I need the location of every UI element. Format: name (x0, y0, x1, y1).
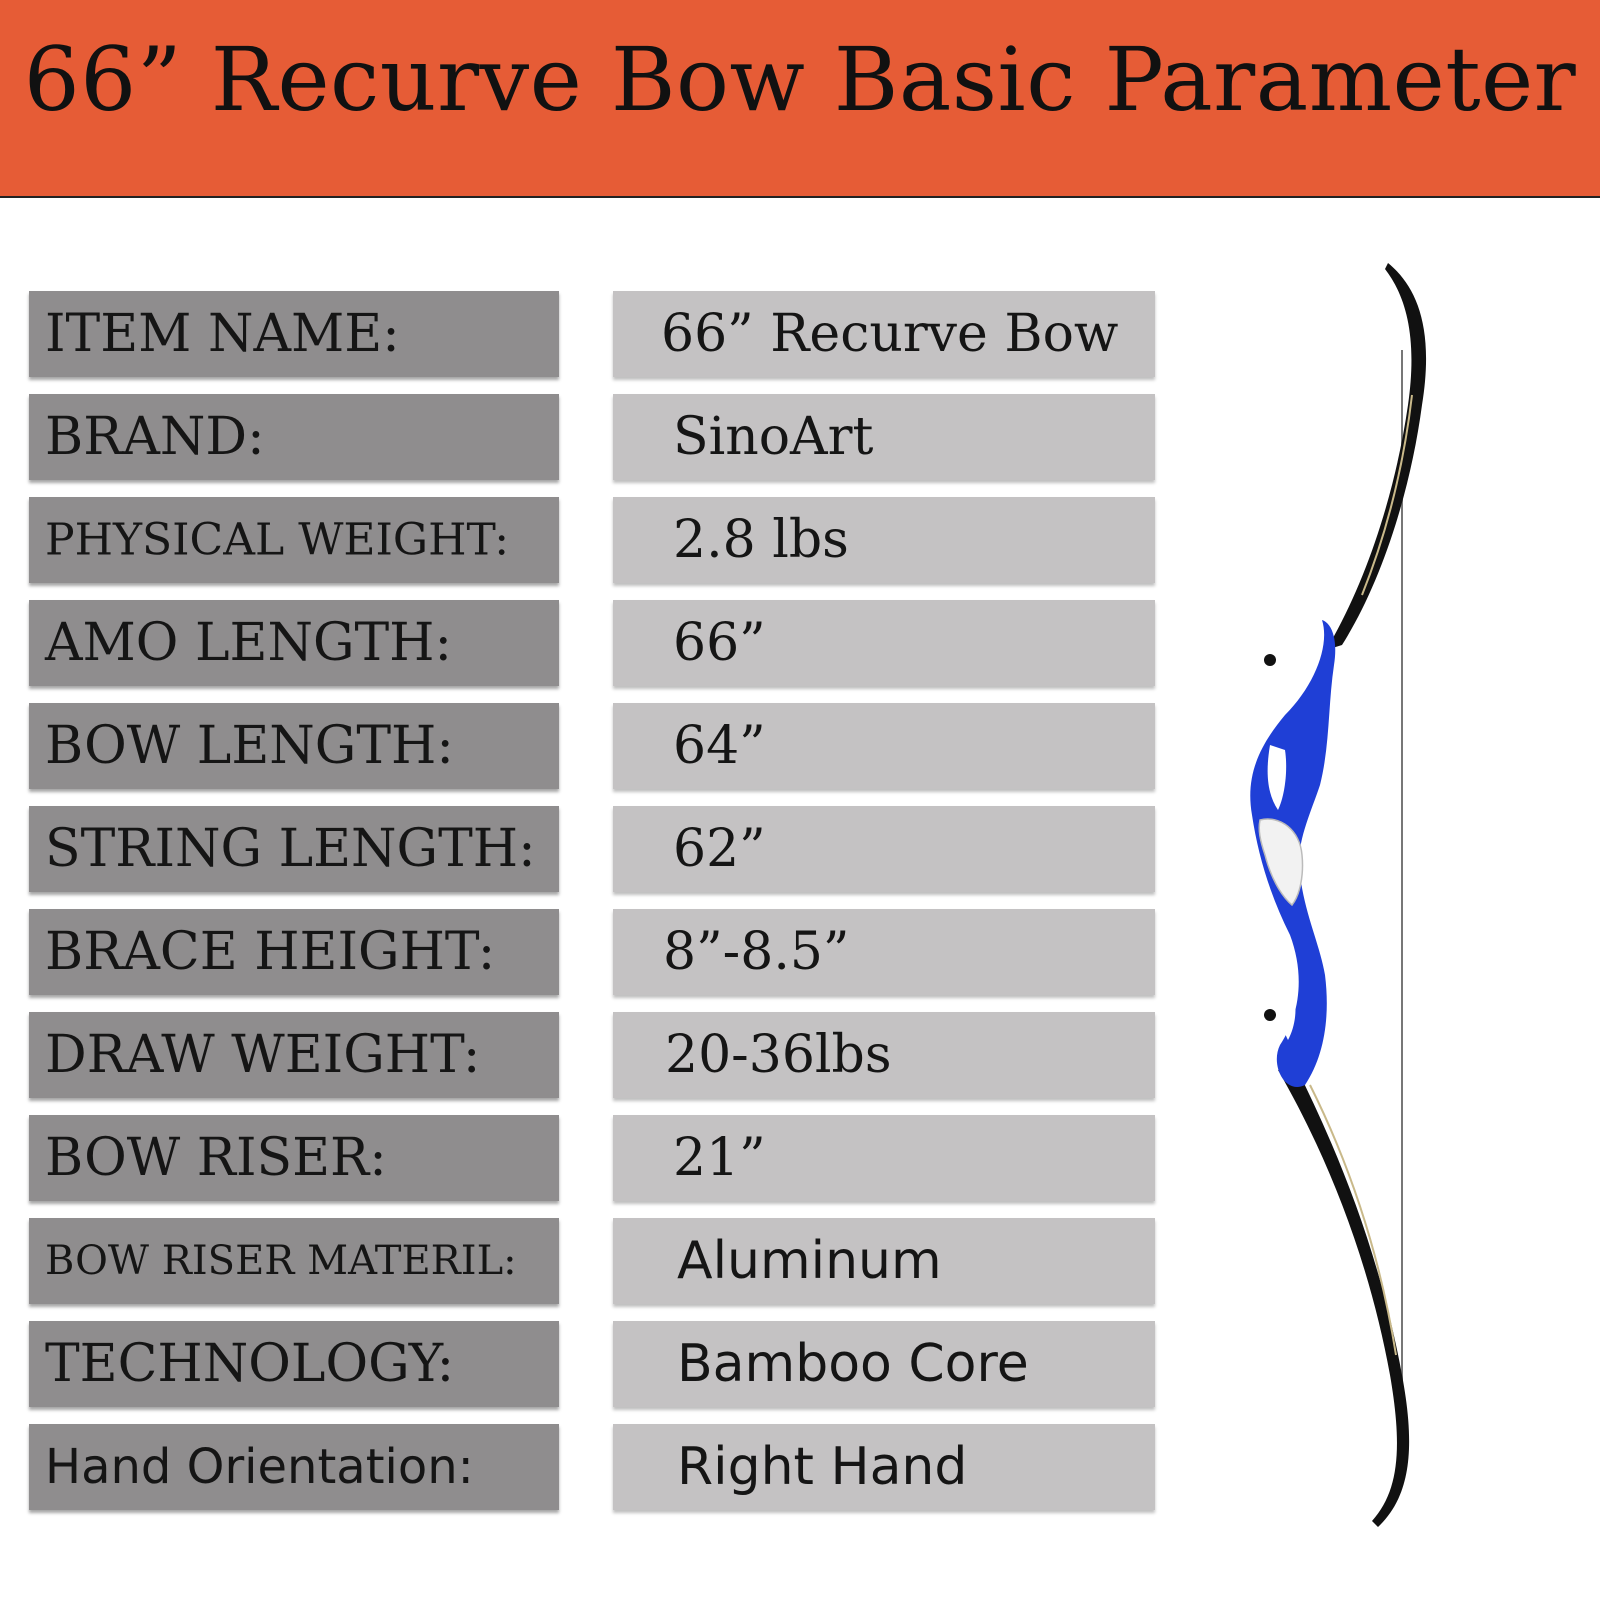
spec-value-cell: 62” (613, 806, 1155, 892)
spec-label-cell: TECHNOLOGY: (29, 1321, 559, 1407)
spec-label-cell: BRAND: (29, 394, 559, 480)
recurve-bow-graphic (1250, 263, 1427, 1527)
spec-label-cell: ITEM NAME: (29, 291, 559, 377)
spec-label: BOW LENGTH: (45, 716, 454, 776)
riser-cutout-lower (1280, 985, 1296, 1040)
limb-bolt-lower (1264, 1009, 1276, 1021)
page-title: 66” Recurve Bow Basic Parameter (23, 28, 1577, 131)
spec-label-cell: DRAW WEIGHT: (29, 1012, 559, 1098)
spec-label: PHYSICAL WEIGHT: (45, 514, 510, 566)
spec-value-cell: Bamboo Core (613, 1321, 1155, 1407)
spec-label-cell: BRACE HEIGHT: (29, 909, 559, 995)
spec-value-cell: Aluminum (613, 1218, 1155, 1304)
spec-label-cell: BOW LENGTH: (29, 703, 559, 789)
spec-value: 2.8 lbs (673, 510, 849, 570)
bow-grip (1258, 818, 1304, 907)
spec-value: 62” (673, 819, 766, 879)
spec-value: 8”-8.5” (663, 922, 850, 982)
spec-label-cell: BOW RISER MATERIL: (29, 1218, 559, 1304)
header-banner: 66” Recurve Bow Basic Parameter (0, 0, 1600, 198)
spec-label-cell: STRING LENGTH: (29, 806, 559, 892)
spec-label-cell: BOW RISER: (29, 1115, 559, 1201)
spec-label: DRAW WEIGHT: (45, 1025, 481, 1085)
spec-value-cell: 20-36lbs (613, 1012, 1155, 1098)
spec-label: BOW RISER MATERIL: (45, 1238, 517, 1284)
spec-value-cell: SinoArt (613, 394, 1155, 480)
spec-label: TECHNOLOGY: (45, 1334, 455, 1394)
spec-value: 66” (673, 613, 766, 673)
spec-value-cell: 8”-8.5” (613, 909, 1155, 995)
spec-value-cell: 66” (613, 600, 1155, 686)
lower-limb (1278, 1065, 1410, 1527)
spec-label: BRAND: (45, 407, 265, 467)
spec-value: 20-36lbs (665, 1025, 892, 1085)
limb-bolt-upper (1264, 654, 1276, 666)
spec-value: 21” (673, 1128, 766, 1188)
spec-value: Bamboo Core (677, 1334, 1029, 1394)
spec-label: AMO LENGTH: (45, 613, 453, 673)
spec-value: Right Hand (677, 1437, 968, 1497)
spec-label-cell: AMO LENGTH: (29, 600, 559, 686)
spec-value-cell: Right Hand (613, 1424, 1155, 1510)
recurve-bow-image (1230, 255, 1480, 1555)
spec-value: SinoArt (673, 407, 874, 467)
spec-label: BOW RISER: (45, 1128, 387, 1188)
spec-value: Aluminum (677, 1231, 942, 1291)
riser-cutout-upper (1267, 745, 1287, 810)
spec-label: ITEM NAME: (45, 304, 400, 364)
spec-value-cell: 21” (613, 1115, 1155, 1201)
spec-value-cell: 2.8 lbs (613, 497, 1155, 583)
upper-limb (1326, 263, 1427, 650)
spec-value-cell: 66” Recurve Bow (613, 291, 1155, 377)
spec-label-cell: Hand Orientation: (29, 1424, 559, 1510)
spec-label: Hand Orientation: (45, 1439, 474, 1495)
spec-value: 66” Recurve Bow (661, 304, 1119, 364)
spec-label: BRACE HEIGHT: (45, 922, 496, 982)
spec-value-cell: 64” (613, 703, 1155, 789)
spec-value: 64” (673, 716, 766, 776)
spec-label-cell: PHYSICAL WEIGHT: (29, 497, 559, 583)
spec-label: STRING LENGTH: (45, 819, 536, 879)
